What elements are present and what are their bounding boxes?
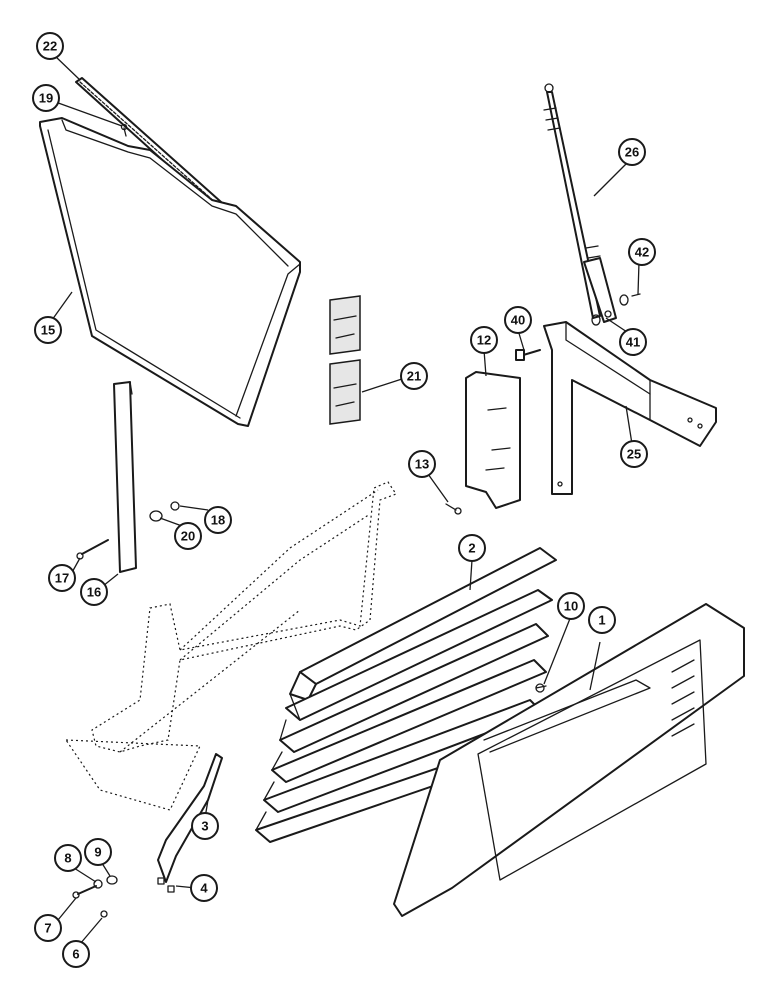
part-2-grille — [255, 547, 557, 843]
callout-circle — [628, 238, 656, 266]
callout-16: 16 — [80, 578, 108, 606]
part-13-screw — [445, 503, 462, 515]
callout-41: 41 — [619, 328, 647, 356]
callout-13: 13 — [408, 450, 436, 478]
callout-18: 18 — [204, 506, 232, 534]
callout-circle — [36, 32, 64, 60]
callout-label: 16 — [87, 585, 101, 600]
part-42-pin — [631, 293, 641, 297]
callout-circle — [84, 838, 112, 866]
callout-21: 21 — [400, 362, 428, 390]
part-12-plate — [465, 371, 521, 509]
callout-4: 4 — [190, 874, 218, 902]
callout-circle — [48, 564, 76, 592]
callout-circle — [174, 522, 202, 550]
callout-label: 10 — [564, 599, 578, 614]
callout-circle — [470, 326, 498, 354]
part-7-bolt — [72, 885, 97, 899]
callout-17: 17 — [48, 564, 76, 592]
part-9-washer — [106, 875, 118, 885]
part-15-panel — [39, 117, 301, 427]
callout-label: 20 — [181, 529, 195, 544]
part-17-bolt — [76, 539, 109, 560]
callout-circle — [34, 914, 62, 942]
callout-12: 12 — [470, 326, 498, 354]
callout-label: 9 — [94, 845, 101, 860]
part-8-washer — [93, 879, 103, 889]
callout-6: 6 — [62, 940, 90, 968]
callout-label: 19 — [39, 91, 53, 106]
callout-7: 7 — [34, 914, 62, 942]
part-41-washers — [591, 294, 629, 326]
callout-22: 22 — [36, 32, 64, 60]
callout-label: 21 — [407, 369, 421, 384]
part-40-bolt — [515, 349, 541, 361]
callout-label: 22 — [43, 39, 57, 54]
callout-circle — [34, 316, 62, 344]
callout-circle — [62, 940, 90, 968]
callout-circle — [54, 844, 82, 872]
callout-26: 26 — [618, 138, 646, 166]
callout-label: 25 — [627, 447, 641, 462]
part-25-bracket — [543, 321, 717, 495]
part-21-foam-pads — [329, 295, 361, 425]
part-4-nuts — [157, 877, 175, 893]
callout-circle — [408, 450, 436, 478]
callout-label: 1 — [598, 613, 605, 628]
callout-circle — [458, 534, 486, 562]
callout-circle — [557, 592, 585, 620]
callout-label: 40 — [511, 313, 525, 328]
callout-label: 3 — [201, 819, 208, 834]
callout-circle — [204, 506, 232, 534]
callout-label: 2 — [468, 541, 475, 556]
part-18-nut — [170, 501, 180, 511]
callout-label: 8 — [64, 851, 71, 866]
part-26-rod — [543, 83, 617, 323]
callout-2: 2 — [458, 534, 486, 562]
part-10-screw — [535, 683, 547, 693]
callout-label: 4 — [200, 881, 208, 896]
callout-circle — [620, 440, 648, 468]
callout-8: 8 — [54, 844, 82, 872]
callout-circle — [619, 328, 647, 356]
callout-circle — [190, 874, 218, 902]
callout-label: 41 — [626, 335, 640, 350]
callout-9: 9 — [84, 838, 112, 866]
callout-10: 10 — [557, 592, 585, 620]
callout-1: 1 — [588, 606, 616, 634]
callout-19: 19 — [32, 84, 60, 112]
callout-circle — [618, 138, 646, 166]
callout-circle — [191, 812, 219, 840]
callout-circle — [32, 84, 60, 112]
part-1-surround — [393, 603, 745, 917]
callout-circle — [80, 578, 108, 606]
callout-label: 6 — [72, 947, 79, 962]
callout-label: 12 — [477, 333, 491, 348]
callout-circle — [588, 606, 616, 634]
callout-3: 3 — [191, 812, 219, 840]
callout-label: 7 — [44, 921, 51, 936]
callout-label: 13 — [415, 457, 429, 472]
callout-label: 26 — [625, 145, 639, 160]
callout-circle — [504, 306, 532, 334]
callout-label: 15 — [41, 323, 55, 338]
part-3-bracket — [157, 753, 223, 883]
phantom-frame — [64, 481, 397, 811]
callout-25: 25 — [620, 440, 648, 468]
part-20-washer — [149, 510, 163, 522]
part-19-screw — [120, 123, 128, 137]
callout-circle — [400, 362, 428, 390]
part-6-washer — [100, 910, 108, 918]
callout-42: 42 — [628, 238, 656, 266]
callout-40: 40 — [504, 306, 532, 334]
part-16-bracket — [113, 381, 137, 573]
callout-15: 15 — [34, 316, 62, 344]
callout-label: 42 — [635, 245, 649, 260]
callout-20: 20 — [174, 522, 202, 550]
callout-label: 17 — [55, 571, 69, 586]
callout-label: 18 — [211, 513, 225, 528]
